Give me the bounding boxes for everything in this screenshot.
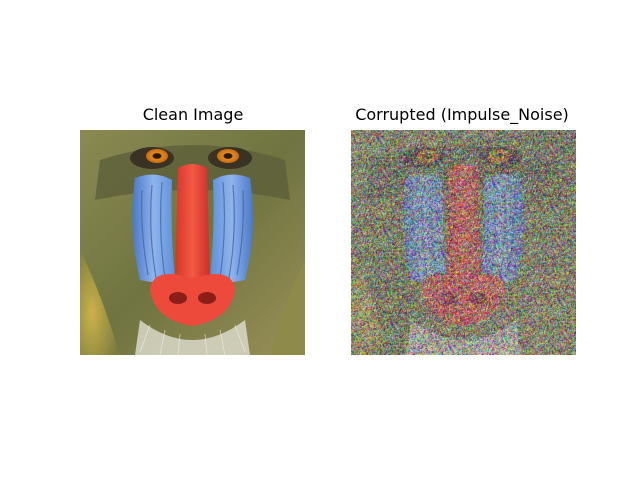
panel-title-clean: Clean Image [142,105,244,124]
mandrill-face-illustration [80,130,305,355]
panel-title-corrupted: Corrupted (Impulse_Noise) [355,105,569,124]
clean-image [80,130,305,355]
corrupted-image [351,130,576,355]
impulse-noise-image [351,130,576,355]
